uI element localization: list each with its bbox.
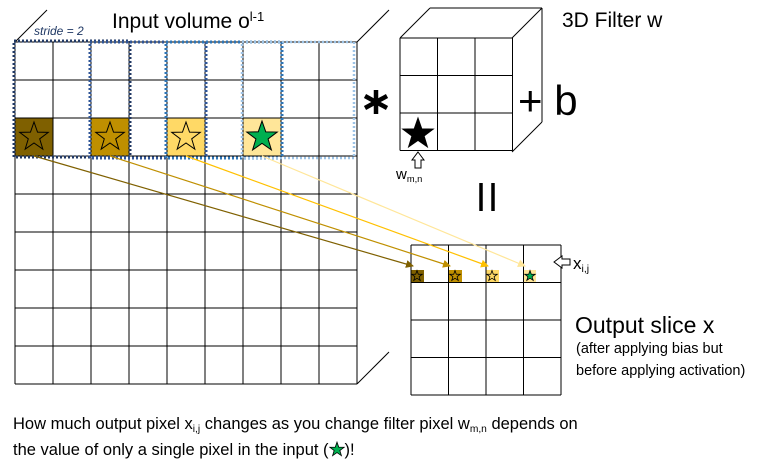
output-star-dark xyxy=(410,269,424,282)
output-note-line1: (after applying bias but xyxy=(576,341,723,357)
window-2 xyxy=(88,40,208,160)
stride-label: stride = 2 xyxy=(34,24,84,38)
arrow-dark xyxy=(33,155,414,268)
convolution-operator xyxy=(363,90,389,114)
arrow-gold xyxy=(109,155,451,268)
output-slice-title: Output slice x xyxy=(575,312,715,338)
filter-star xyxy=(401,116,435,149)
input-star-light xyxy=(170,120,202,151)
window-3 xyxy=(164,40,284,160)
bias-term: + b xyxy=(518,77,578,124)
filter-box xyxy=(399,7,543,169)
mapping-arrows xyxy=(33,155,526,268)
caption-line2: the value of only a single pixel in the … xyxy=(13,441,355,459)
x-pointer-arrow-icon xyxy=(553,255,571,269)
w-pointer-arrow-icon xyxy=(411,151,425,169)
output-pixel-label: xi,j xyxy=(573,254,590,276)
output-star-gold xyxy=(448,269,462,282)
output-slice xyxy=(410,244,571,396)
input-volume xyxy=(14,9,390,385)
arrow-yellow xyxy=(185,155,489,268)
green-star-icon xyxy=(328,441,345,457)
output-star-light xyxy=(485,269,499,282)
filter-pixel-label: wm,n xyxy=(396,166,423,184)
window-1 xyxy=(12,39,132,159)
input-star-gold xyxy=(94,120,126,151)
equals-sign xyxy=(479,183,495,211)
window-4 xyxy=(240,40,356,160)
caption-line1: How much output pixel xi,j changes as yo… xyxy=(13,415,578,436)
input-star-green xyxy=(245,119,279,152)
stride-windows xyxy=(12,39,356,160)
input-star-dark xyxy=(18,120,50,151)
input-volume-title: Input volume ol-1 xyxy=(112,9,265,34)
filter-title: 3D Filter w xyxy=(562,9,663,32)
arrow-pale xyxy=(261,155,526,267)
output-star-green xyxy=(523,269,537,282)
output-note-line2: before applying activation) xyxy=(576,363,746,379)
